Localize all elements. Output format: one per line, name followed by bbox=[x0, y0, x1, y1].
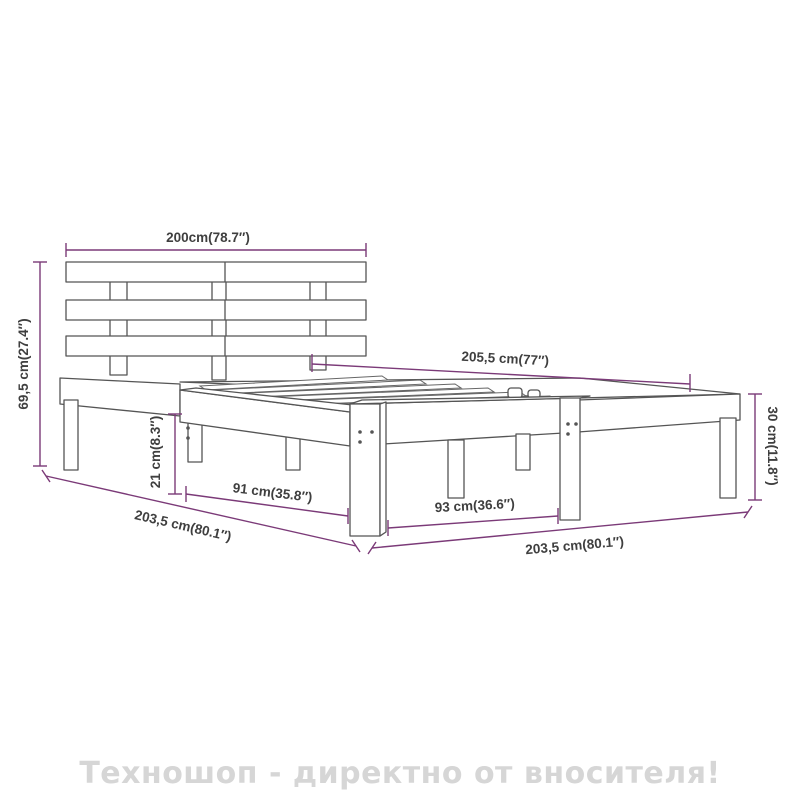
screw bbox=[186, 436, 190, 440]
screw bbox=[566, 422, 570, 426]
dim-line-leg-gap-side bbox=[185, 493, 349, 517]
label-clearance: 21 cm(8.3″) bbox=[148, 416, 163, 489]
headboard-board bbox=[65, 299, 367, 321]
screw bbox=[574, 422, 578, 426]
headboard-spacer bbox=[109, 279, 128, 376]
leg bbox=[515, 433, 531, 471]
headboard-board bbox=[65, 335, 367, 357]
headboard-board bbox=[65, 261, 367, 283]
corner-leg bbox=[559, 397, 581, 521]
right-side-rail bbox=[577, 393, 741, 433]
label-headboard-width: 200cm(78.7″) bbox=[166, 230, 250, 245]
label-inner-length: 205,5 cm(77″) bbox=[461, 349, 549, 369]
label-foot-height: 30 cm(11.8″) bbox=[765, 406, 780, 485]
head-end bbox=[59, 377, 301, 471]
screw bbox=[566, 432, 570, 436]
side-rail-right bbox=[577, 393, 741, 433]
label-side-length: 203,5 cm(80.1″) bbox=[133, 507, 233, 544]
dim-line-inner-length bbox=[311, 363, 691, 385]
label-front-length: 203,5 cm(80.1″) bbox=[525, 534, 625, 558]
headboard bbox=[65, 261, 367, 381]
screw bbox=[370, 430, 374, 434]
dim-tick bbox=[743, 505, 753, 519]
screw bbox=[186, 426, 190, 430]
dim-tick bbox=[367, 541, 377, 555]
label-leg-gap-foot: 93 cm(36.6″) bbox=[434, 496, 515, 515]
foot-rail-top bbox=[349, 395, 591, 405]
dimension-lines bbox=[33, 243, 762, 555]
label-total-height: 69,5 cm(27.4″) bbox=[16, 318, 31, 409]
dim-tick bbox=[41, 469, 51, 483]
corner-leg bbox=[349, 403, 381, 537]
headboard-spacer bbox=[211, 279, 227, 381]
leg bbox=[285, 435, 301, 471]
center-support bbox=[507, 387, 523, 399]
watermark-text: Техношоп - директно от вносителя! bbox=[79, 756, 721, 791]
leg bbox=[63, 399, 79, 471]
dim-tick bbox=[351, 539, 361, 553]
dim-line-side-length bbox=[45, 475, 357, 547]
label-leg-gap-side: 91 cm(35.8″) bbox=[232, 480, 313, 505]
leg bbox=[719, 417, 737, 499]
corner-leg-side bbox=[379, 401, 387, 537]
dim-line-leg-gap-foot bbox=[387, 515, 559, 529]
screw bbox=[358, 440, 362, 444]
foot-legs bbox=[349, 397, 737, 537]
dim-line-front-length bbox=[371, 511, 749, 549]
screw bbox=[358, 430, 362, 434]
leg bbox=[447, 439, 465, 499]
